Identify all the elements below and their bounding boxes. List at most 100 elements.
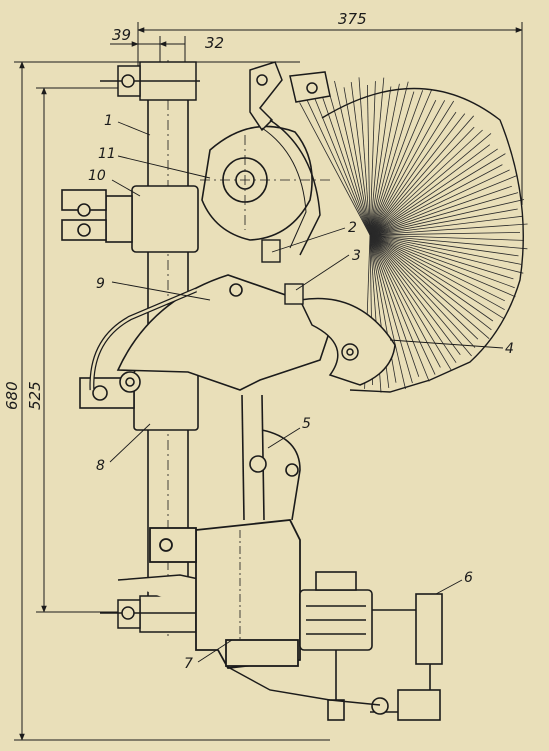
dim-680: 680: [3, 381, 21, 410]
brush-bristle: [304, 95, 371, 236]
motor-housing-7: [149, 519, 301, 669]
brush-bristle: [369, 223, 528, 236]
brush-bristle: [369, 153, 506, 236]
brush-bristle: [369, 164, 503, 236]
brush-bristle: [369, 81, 409, 236]
brush-bristle: [369, 234, 476, 348]
brush-bristle: [369, 215, 523, 236]
brush-outline: [321, 87, 524, 393]
brush-bristle: [369, 234, 436, 375]
label-2: 2: [348, 220, 357, 236]
brush-bristle: [369, 234, 441, 368]
shield-arc: [269, 119, 321, 256]
brush-bristle: [369, 90, 424, 236]
label-11: 11: [98, 146, 116, 162]
label-10: 10: [88, 168, 106, 184]
brush-bristle: [369, 234, 528, 250]
brush-bristle: [369, 234, 461, 356]
label-5: 5: [302, 416, 311, 432]
brush-bristle: [369, 199, 525, 236]
brush-bristle: [369, 234, 452, 371]
fittings-2-3: [261, 239, 304, 305]
brush-bristle: [369, 234, 524, 274]
brush-bristle: [369, 100, 455, 236]
brush-bristle: [369, 91, 415, 236]
brush-fan: [299, 77, 528, 393]
brush-bristle: [369, 126, 475, 236]
brush-bristle: [369, 175, 517, 236]
brush-bristle: [310, 88, 371, 236]
base-linkage: [225, 665, 381, 706]
brush-bristle: [350, 82, 371, 236]
brush-bristle: [367, 84, 371, 236]
pulley-11: [200, 125, 330, 241]
label-3: 3: [352, 248, 361, 264]
brush-bristle: [369, 77, 385, 236]
brush-bristle: [369, 115, 475, 236]
rod-5: [241, 394, 301, 521]
brush-guard-4: [298, 297, 396, 386]
label-6: 6: [464, 570, 473, 586]
cable-hose-inner: [90, 288, 197, 391]
brush-bristle: [369, 185, 512, 236]
brush-bristle: [369, 234, 516, 298]
brush-bristle: [369, 234, 430, 382]
slider-block-8: [79, 369, 199, 431]
brush-bristle: [369, 234, 522, 265]
brush-bristle: [369, 144, 491, 236]
brush-bristle: [320, 93, 371, 236]
brush-bristle: [369, 232, 521, 236]
brush-bristle: [369, 234, 514, 280]
brush-bristle: [369, 86, 392, 236]
dim-39: 39: [112, 26, 131, 44]
brush-bristle: [327, 86, 371, 236]
shield-arc-inner: [261, 127, 307, 249]
brush-bristle: [369, 234, 515, 289]
brush-bristle: [369, 234, 472, 357]
bracket-6: [370, 593, 443, 721]
brush-bristle: [369, 234, 406, 390]
brush-bristle: [369, 234, 490, 340]
label-9: 9: [96, 276, 105, 292]
brush-bristle: [369, 234, 524, 241]
brush-bristle: [369, 111, 457, 236]
lower-motor: [299, 571, 373, 721]
brush-bristle: [299, 102, 371, 236]
top-clamp: [100, 61, 200, 101]
brush-bristle: [369, 234, 420, 377]
brush-bristle: [369, 100, 446, 236]
brush-bristle: [369, 148, 498, 236]
brush-bristle: [369, 129, 483, 236]
leader-lines: [109, 121, 504, 663]
brush-bristle: [369, 234, 519, 257]
brush-bristle: [369, 169, 510, 236]
brush-bristle: [369, 234, 457, 363]
label-7: 7: [184, 656, 193, 672]
brush-bristle: [369, 100, 437, 236]
brush-bristle: [369, 234, 505, 302]
brush-bracket-top: [249, 61, 331, 132]
label-1: 1: [104, 113, 113, 129]
brush-bristle: [334, 80, 371, 236]
brush-bristle: [369, 234, 413, 384]
brush-bristle: [358, 77, 371, 236]
dim-375: 375: [338, 10, 367, 28]
label-8: 8: [96, 458, 105, 474]
brush-bristle: [369, 234, 479, 340]
brush-bristle: [369, 234, 505, 320]
brush-bristle: [369, 81, 376, 236]
dim-525: 525: [26, 381, 44, 410]
brush-bristle: [369, 234, 494, 322]
brush-bristle: [369, 133, 492, 236]
brush-bristle: [369, 113, 466, 236]
dim-32: 32: [205, 34, 224, 52]
motor-block-10: [61, 185, 199, 253]
brush-bristle: [369, 234, 505, 311]
brush-bristle: [369, 234, 492, 331]
brush-bristle: [369, 89, 433, 236]
brush-bristle: [369, 192, 519, 236]
brush-bristle: [369, 83, 400, 236]
brush-bristle: [343, 87, 371, 236]
label-4: 4: [505, 341, 514, 357]
